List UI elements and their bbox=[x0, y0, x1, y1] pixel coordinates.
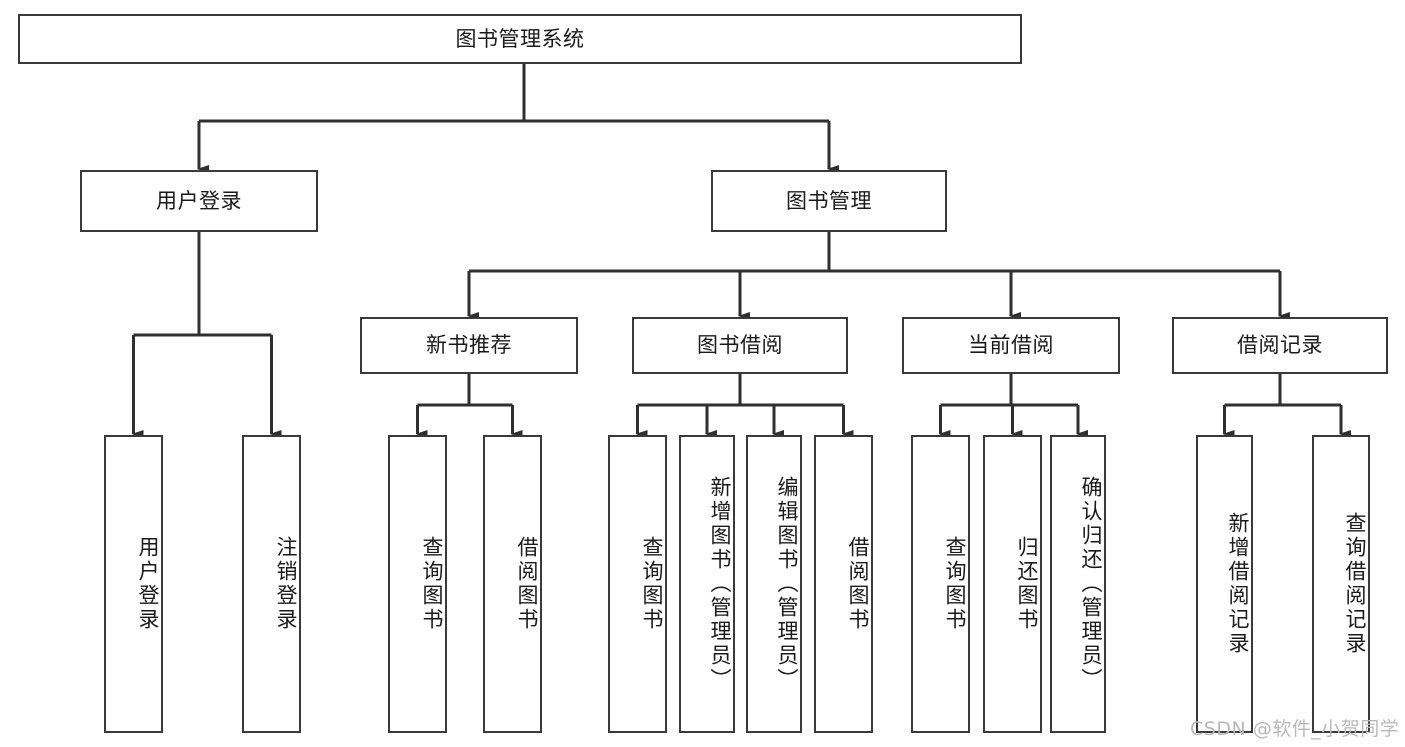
node-label: 借阅图书 bbox=[846, 536, 870, 632]
node-records[interactable]: 借阅记录 bbox=[1172, 317, 1388, 374]
node-label: 新书推荐 bbox=[426, 333, 512, 358]
node-leaf-6[interactable]: 新增图书（管理员） bbox=[679, 435, 735, 733]
node-label: 用户登录 bbox=[156, 188, 242, 213]
node-label: 确认归还（管理员） bbox=[1079, 476, 1103, 692]
node-label: 新增借阅记录 bbox=[1226, 512, 1250, 656]
node-login[interactable]: 用户登录 bbox=[80, 170, 318, 232]
node-label: 新增图书（管理员） bbox=[708, 476, 732, 692]
node-leaf-3[interactable]: 查询图书 bbox=[388, 435, 447, 733]
node-leaf-7[interactable]: 编辑图书（管理员） bbox=[746, 435, 802, 733]
node-leaf-8[interactable]: 借阅图书 bbox=[814, 435, 873, 733]
node-label: 注销登录 bbox=[274, 536, 298, 632]
node-leaf-10[interactable]: 归还图书 bbox=[983, 435, 1042, 733]
node-leaf-9[interactable]: 查询图书 bbox=[911, 435, 970, 733]
node-label: 查询图书 bbox=[640, 536, 664, 632]
node-leaf-1[interactable]: 用户登录 bbox=[104, 435, 163, 733]
node-bookmgmt[interactable]: 图书管理 bbox=[711, 170, 947, 232]
node-leaf-2[interactable]: 注销登录 bbox=[242, 435, 301, 733]
node-label: 编辑图书（管理员） bbox=[775, 476, 799, 692]
edge-group bbox=[131, 64, 1351, 438]
node-label: 图书管理 bbox=[786, 188, 872, 213]
node-leaf-5[interactable]: 查询图书 bbox=[608, 435, 667, 733]
watermark: CSDN @软件_小贺同学 bbox=[1190, 718, 1400, 740]
node-leaf-11[interactable]: 确认归还（管理员） bbox=[1050, 435, 1106, 733]
node-leaf-13[interactable]: 查询借阅记录 bbox=[1312, 435, 1370, 733]
node-label: 借阅记录 bbox=[1237, 333, 1323, 358]
node-label: 查询图书 bbox=[943, 536, 967, 632]
node-leaf-12[interactable]: 新增借阅记录 bbox=[1196, 435, 1253, 733]
node-label: 查询图书 bbox=[420, 536, 444, 632]
node-label: 查询借阅记录 bbox=[1343, 512, 1367, 656]
node-newbook[interactable]: 新书推荐 bbox=[360, 317, 578, 374]
node-label: 当前借阅 bbox=[968, 333, 1054, 358]
node-leaf-4[interactable]: 借阅图书 bbox=[483, 435, 542, 733]
node-label: 借阅图书 bbox=[515, 536, 539, 632]
node-root[interactable]: 图书管理系统 bbox=[18, 14, 1022, 64]
node-current[interactable]: 当前借阅 bbox=[902, 317, 1120, 374]
node-label: 图书借阅 bbox=[697, 333, 783, 358]
node-label: 图书管理系统 bbox=[455, 26, 585, 51]
node-label: 用户登录 bbox=[136, 536, 160, 632]
node-label: 归还图书 bbox=[1015, 536, 1039, 632]
node-borrow[interactable]: 图书借阅 bbox=[632, 317, 848, 374]
